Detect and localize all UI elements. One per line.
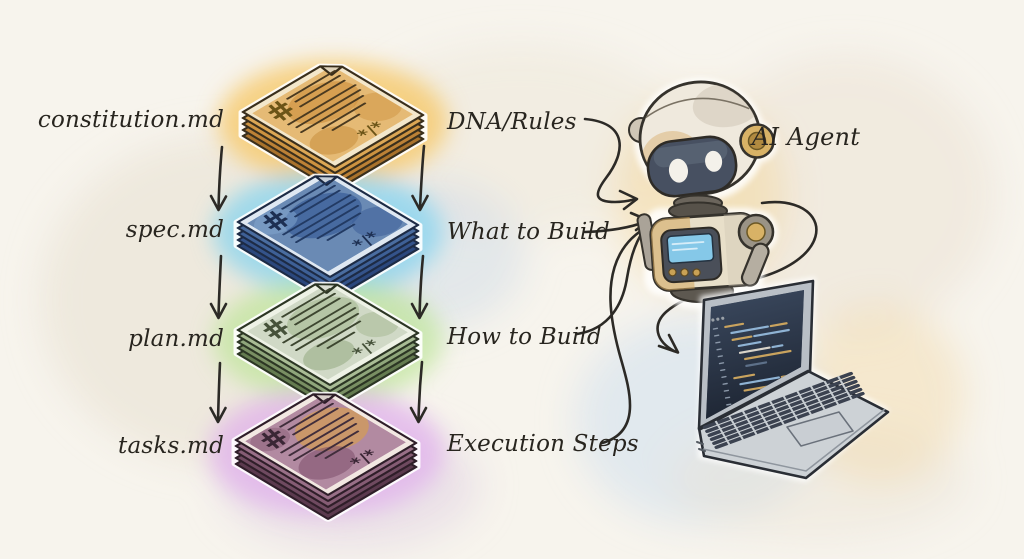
meaning-label-execution-steps: Execution Steps [447,431,639,457]
laptop-base-rim [702,408,886,472]
screen-line [671,241,705,246]
robot-button [692,268,701,277]
file-label-plan: plan.md [128,326,224,352]
tasks-text-lines [279,398,360,461]
arrow-plan-to-tasks-left [209,361,227,424]
file-label-spec: spec.md [125,217,224,243]
robot-ear-core [747,131,767,151]
arrow-constitution-to-spec-left [209,145,228,212]
laptop-keyboard [702,371,865,449]
robot-button [680,268,689,277]
file-label-constitution: constitution.md [37,107,224,133]
robot-visor [646,135,738,198]
tasks-stack: # */* [231,391,421,522]
laptop-trackpad [786,411,854,447]
robot-button [668,268,677,277]
ai-agent-robot [628,78,778,309]
screen-line [672,247,698,252]
tasks-page-wash [245,398,407,490]
spec-text-lines [281,180,362,243]
plan-text-lines [281,288,362,351]
meaning-label-how-to-build: How to Build [447,324,602,350]
arrow-dna-to-what-right [411,144,429,212]
ai-agent-label: AI Agent [752,123,861,151]
constitution-stack: # */* [238,63,428,194]
plan-stack: # */* [233,281,423,412]
laptop-hinge [699,369,810,431]
meaning-label-dna-rules: DNA/Rules [447,109,577,135]
spec-stack: # */* [233,173,423,304]
robot-shoulder-core [746,222,766,242]
file-label-tasks: tasks.md [118,433,224,459]
laptop [696,277,890,482]
arrow-execution-to-agent [600,225,650,445]
robot-left-eye [668,158,689,183]
laptop-ports [696,441,706,452]
arrow-what-to-how-right [410,254,429,320]
line-number-gutter [712,327,732,406]
robot-right-arm [740,242,770,287]
arrow-dna-to-agent [583,117,639,211]
constitution-text-lines [286,70,367,133]
arrow-how-to-execution-right [409,360,428,424]
arrow-spec-to-plan-left [209,254,228,320]
meaning-label-what-to-build: What to Build [447,219,610,245]
laptop-code-editor [706,290,804,419]
robot-right-eye [705,150,723,172]
arrow-how-to-agent [575,226,648,336]
